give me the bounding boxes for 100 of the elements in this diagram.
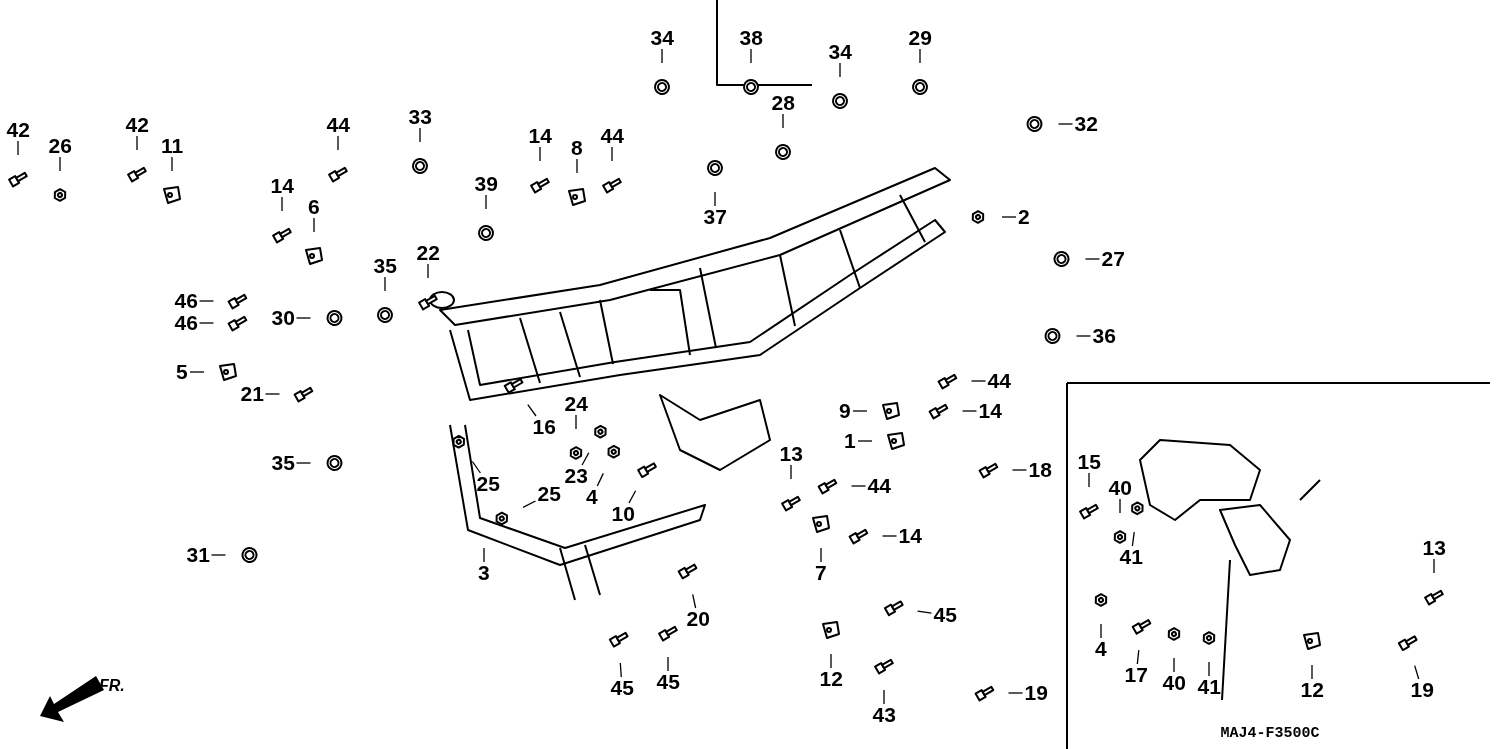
leader-line [59,156,61,172]
callout-number: 20 [686,608,710,630]
callout-number: 42 [125,114,149,136]
callout-number: 45 [656,671,680,693]
callout-number: 25 [476,473,500,495]
callout-number: 41 [1119,546,1143,568]
leader-line [1001,216,1017,218]
leader-line [281,196,283,212]
leader-line [883,689,885,705]
leader-line [782,113,784,129]
leader-line [576,158,578,174]
callout-number: 34 [828,41,852,63]
leader-line [295,317,312,319]
leader-line [1311,664,1313,680]
leader-line [485,194,487,210]
callout-number: 4 [1095,638,1107,660]
drawing-code: MAJ4-F3500C [1220,724,1320,742]
leader-line [539,146,541,162]
leader-line [857,440,873,442]
leader-line [1208,661,1210,677]
leader-line [1119,498,1121,514]
leader-line [471,460,482,474]
leader-line [881,535,898,537]
callout-number: 26 [48,135,72,157]
callout-number: 7 [815,562,827,584]
leader-line [692,593,697,609]
leader-line [619,662,622,678]
leader-line [596,472,604,487]
callout-number: 34 [650,27,674,49]
leader-line [527,404,537,417]
callout-number: 31 [186,544,210,566]
callout-number: 5 [176,361,188,383]
callout-number: 23 [564,465,588,487]
leader-line [961,410,978,412]
leader-line [136,135,138,151]
callout-number: 14 [978,400,1002,422]
leader-line [1131,531,1135,547]
callout-number: 27 [1101,248,1125,270]
leader-line [1433,558,1435,574]
callout-number: 24 [564,393,588,415]
leader-line [295,462,312,464]
leader-line [852,410,868,412]
leader-line [714,191,716,207]
callout-number: 37 [703,206,727,228]
leader-line [850,485,867,487]
callout-number: 16 [532,416,556,438]
leader-line [581,452,590,466]
leader-line [427,263,429,279]
leader-line [1084,258,1101,260]
leader-line [171,156,173,172]
leader-line [1088,472,1090,488]
callout-number: 28 [771,92,795,114]
callout-number: 21 [240,383,264,405]
leader-line [667,656,669,672]
callout-number: 19 [1024,682,1048,704]
callout-number: 6 [308,196,320,218]
callout-number: 43 [872,704,896,726]
leader-line [522,500,537,509]
callout-number: 13 [1422,537,1446,559]
leader-line [628,490,637,504]
callout-number: 17 [1124,664,1148,686]
callout-number: 1 [844,430,856,452]
callout-number: 35 [271,452,295,474]
callout-number: 12 [1300,679,1324,701]
leader-line [210,554,227,556]
callout-number: 4 [586,486,598,508]
callout-number: 44 [326,114,350,136]
callout-number: 18 [1028,459,1052,481]
leader-line [916,610,933,614]
callout-number: 11 [161,135,184,157]
callout-number: 40 [1108,477,1132,499]
callout-number: 44 [987,370,1011,392]
callout-number: 36 [1092,325,1116,347]
callout-number: 44 [600,125,624,147]
callout-number: 29 [908,27,932,49]
leader-line [313,217,315,233]
leader-line [1414,664,1420,680]
callout-number: 39 [474,173,498,195]
callout-number: 2 [1018,206,1030,228]
callout-number: 45 [933,604,957,626]
leader-line [611,146,613,162]
callout-number: 9 [839,400,851,422]
leader-line [264,393,281,395]
leader-line [661,48,663,64]
leader-line [17,140,19,156]
callout-number: 38 [739,27,763,49]
callout-number: 14 [898,525,922,547]
leader-line [820,547,822,563]
callout-number: 40 [1162,672,1186,694]
callout-number: 44 [867,475,891,497]
leader-line [575,414,577,430]
leader-line [1057,123,1074,125]
callout-number: 3 [478,562,490,584]
callout-number: 42 [6,119,30,141]
leader-line [750,48,752,64]
callout-number: 25 [537,483,561,505]
leader-line [1100,623,1102,639]
leader-line [919,48,921,64]
callout-number: 19 [1410,679,1434,701]
callout-number: 45 [610,677,634,699]
